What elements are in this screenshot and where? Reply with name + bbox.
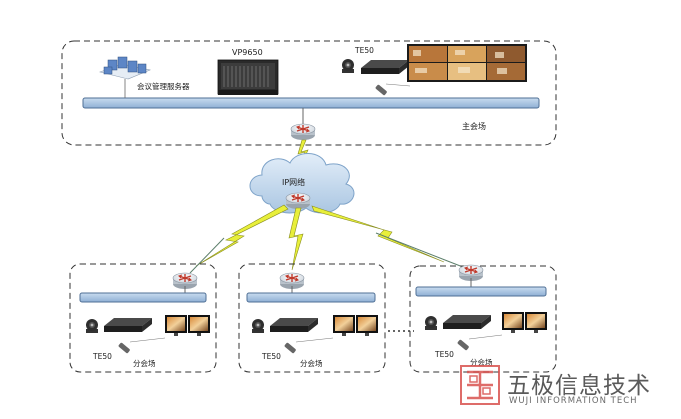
main-site-bus bbox=[82, 97, 540, 109]
branch-site-label-3: 分会场 bbox=[470, 357, 493, 367]
main-router-icon bbox=[290, 123, 316, 141]
branch-codec-icon-2 bbox=[270, 318, 318, 332]
server-label: 会议管理服务器 bbox=[137, 81, 190, 91]
camera-icon bbox=[342, 59, 354, 73]
server-icon bbox=[98, 56, 152, 98]
remote-control-icon bbox=[375, 84, 388, 96]
branch-monitor-icon-1b bbox=[188, 315, 210, 336]
watermark-logo-icon bbox=[460, 365, 500, 405]
branch-bus-2 bbox=[246, 292, 376, 303]
branch-remote-icon-1 bbox=[118, 342, 131, 354]
wan-link-branch-3 bbox=[311, 205, 445, 263]
branch-bus-1 bbox=[79, 292, 207, 303]
mcu-label: VP9650 bbox=[232, 48, 263, 57]
branch-site-frame-2 bbox=[238, 263, 386, 373]
branch-endpoint-label-1: TE50 bbox=[92, 352, 112, 361]
main-endpoint-label: TE50 bbox=[354, 46, 374, 55]
video-wall-icon bbox=[407, 44, 527, 82]
branch-camera-icon-2 bbox=[252, 319, 264, 333]
branch-monitor-icon-2a bbox=[333, 315, 355, 336]
branch-monitor-icon-3a bbox=[502, 312, 524, 333]
branch-remote-icon-3 bbox=[457, 339, 470, 351]
watermark-cn-text: 五极信息技术 bbox=[507, 373, 651, 399]
branch-monitor-icon-2b bbox=[356, 315, 378, 336]
wan-link-branch-2 bbox=[288, 207, 304, 271]
branch-codec-icon-1 bbox=[104, 318, 152, 332]
main-site-frame bbox=[61, 40, 557, 146]
branch-endpoint-label-3: TE50 bbox=[434, 350, 454, 359]
branch-site-frame-1 bbox=[69, 263, 217, 373]
branch-camera-icon-1 bbox=[86, 319, 98, 333]
branch-camera-icon-3 bbox=[425, 316, 437, 330]
ip-network-label: IP网络 bbox=[282, 177, 305, 187]
main-site-label: 主会场 bbox=[462, 121, 486, 131]
mcu-chassis-icon bbox=[217, 59, 279, 95]
branch-remote-icon-2 bbox=[284, 342, 297, 354]
branch-site-frame-3 bbox=[409, 265, 557, 373]
branch-site-label-2: 分会场 bbox=[300, 358, 323, 368]
branch-codec-icon-3 bbox=[443, 315, 491, 329]
branch-monitor-icon-1a bbox=[165, 315, 187, 336]
branch-site-label-1: 分会场 bbox=[133, 358, 156, 368]
codec-icon bbox=[361, 60, 409, 74]
core-router-icon bbox=[285, 192, 311, 210]
branch-endpoint-label-2: TE50 bbox=[261, 352, 281, 361]
branch-monitor-icon-3b bbox=[525, 312, 547, 333]
watermark-en-text: WUJI INFORMATION TECH bbox=[509, 396, 638, 406]
wan-link-branch-1 bbox=[195, 204, 289, 267]
branch-bus-3 bbox=[415, 286, 547, 297]
